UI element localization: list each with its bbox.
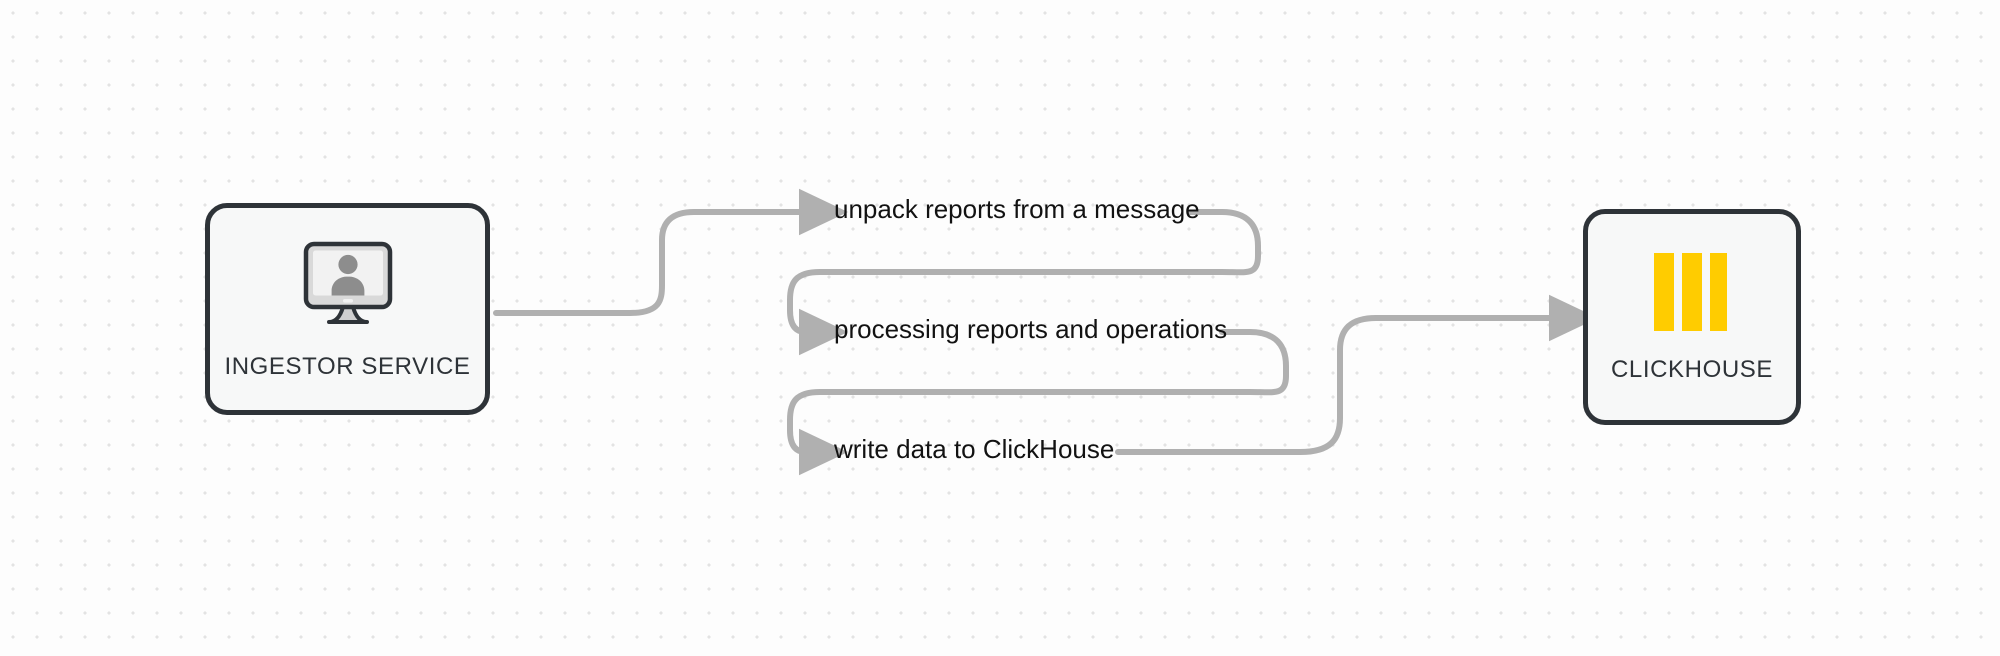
edge-label-unpack-reports: unpack reports from a message — [834, 194, 1200, 224]
node-ingestor-service[interactable]: INGESTOR SERVICE — [205, 203, 490, 415]
node-ingestor-service-label: INGESTOR SERVICE — [224, 352, 471, 380]
edge-label-processing-reports: processing reports and operations — [834, 314, 1228, 344]
monitor-user-icon — [296, 238, 400, 335]
node-clickhouse-label: CLICKHOUSE — [1610, 355, 1774, 383]
node-clickhouse[interactable]: CLICKHOUSE — [1583, 209, 1801, 425]
edge-ingestor-to-step1 — [493, 188, 848, 316]
clickhouse-logo-icon — [1650, 251, 1734, 338]
edge-label-write-data: write data to ClickHouse — [834, 434, 1115, 464]
